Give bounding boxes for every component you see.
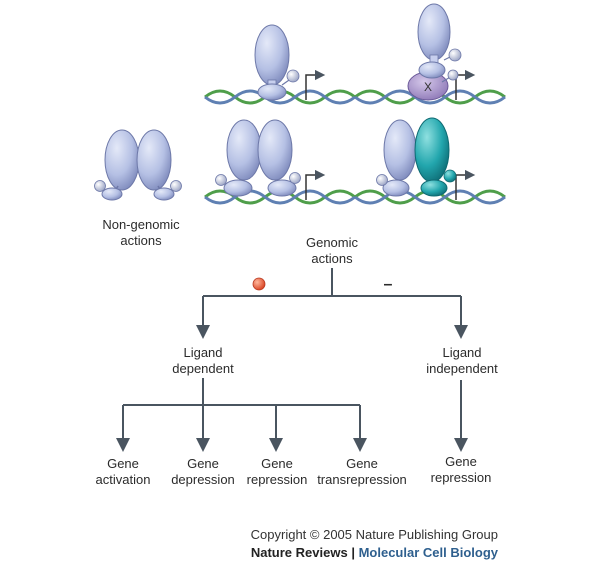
label-gene-repression: Gene repression: [241, 456, 313, 488]
label-non-genomic-actions: Non-genomic actions: [86, 217, 196, 249]
label-line: Gene: [107, 456, 139, 471]
label-ligand-independent: Ligand independent: [416, 345, 508, 377]
receptor-teal-heterodimer: [376, 117, 457, 197]
label-genomic-actions: Genomic actions: [286, 235, 378, 267]
positive-symbol: [252, 277, 266, 291]
label-line: Gene: [261, 456, 293, 471]
label-gene-transrepression: Gene transrepression: [312, 456, 412, 488]
label-line: Gene: [445, 454, 477, 469]
negative-symbol: –: [384, 276, 393, 293]
flowchart-connectors: [116, 268, 468, 452]
label-line: activation: [95, 472, 151, 487]
label-ligand-dependent: Ligand dependent: [158, 345, 248, 377]
transcription-start-arrow-2: [455, 69, 476, 100]
journal-separator: |: [351, 545, 355, 560]
label-line: independent: [426, 361, 498, 376]
receptor-monomer-dna-bound: [254, 24, 300, 101]
label-line: repression: [430, 470, 492, 485]
receptor-dimer-dna-bound: [215, 119, 301, 197]
receptor-dimer-free: [94, 129, 182, 201]
transcription-start-arrow-4: [455, 169, 476, 200]
label-line: transrepression: [317, 472, 407, 487]
journal-credit: Nature Reviews | Molecular Cell Biology: [180, 545, 498, 560]
label-gene-activation: Gene activation: [88, 456, 158, 488]
label-line: depression: [171, 472, 235, 487]
label-line: Ligand: [442, 345, 482, 360]
journal-prefix: Nature Reviews: [250, 545, 348, 560]
transcription-start-arrow-3: [305, 169, 326, 200]
label-line: Genomic: [305, 235, 359, 250]
copyright-notice: Copyright © 2005 Nature Publishing Group: [250, 527, 498, 542]
label-line: repression: [246, 472, 308, 487]
inhibition-x-mark: X: [424, 80, 432, 94]
label-line: actions: [120, 233, 162, 248]
transcription-start-arrow-1: [305, 69, 326, 100]
label-line: actions: [311, 251, 353, 266]
journal-name: Molecular Cell Biology: [358, 545, 498, 560]
label-line: Ligand: [183, 345, 223, 360]
label-gene-depression: Gene depression: [166, 456, 240, 488]
label-line: Non-genomic: [102, 217, 180, 232]
label-line: dependent: [172, 361, 234, 376]
label-line: Gene: [346, 456, 378, 471]
receptor-with-corepressor: X: [407, 3, 462, 101]
label-independent-gene-repression: Gene repression: [424, 454, 498, 486]
label-line: Gene: [187, 456, 219, 471]
